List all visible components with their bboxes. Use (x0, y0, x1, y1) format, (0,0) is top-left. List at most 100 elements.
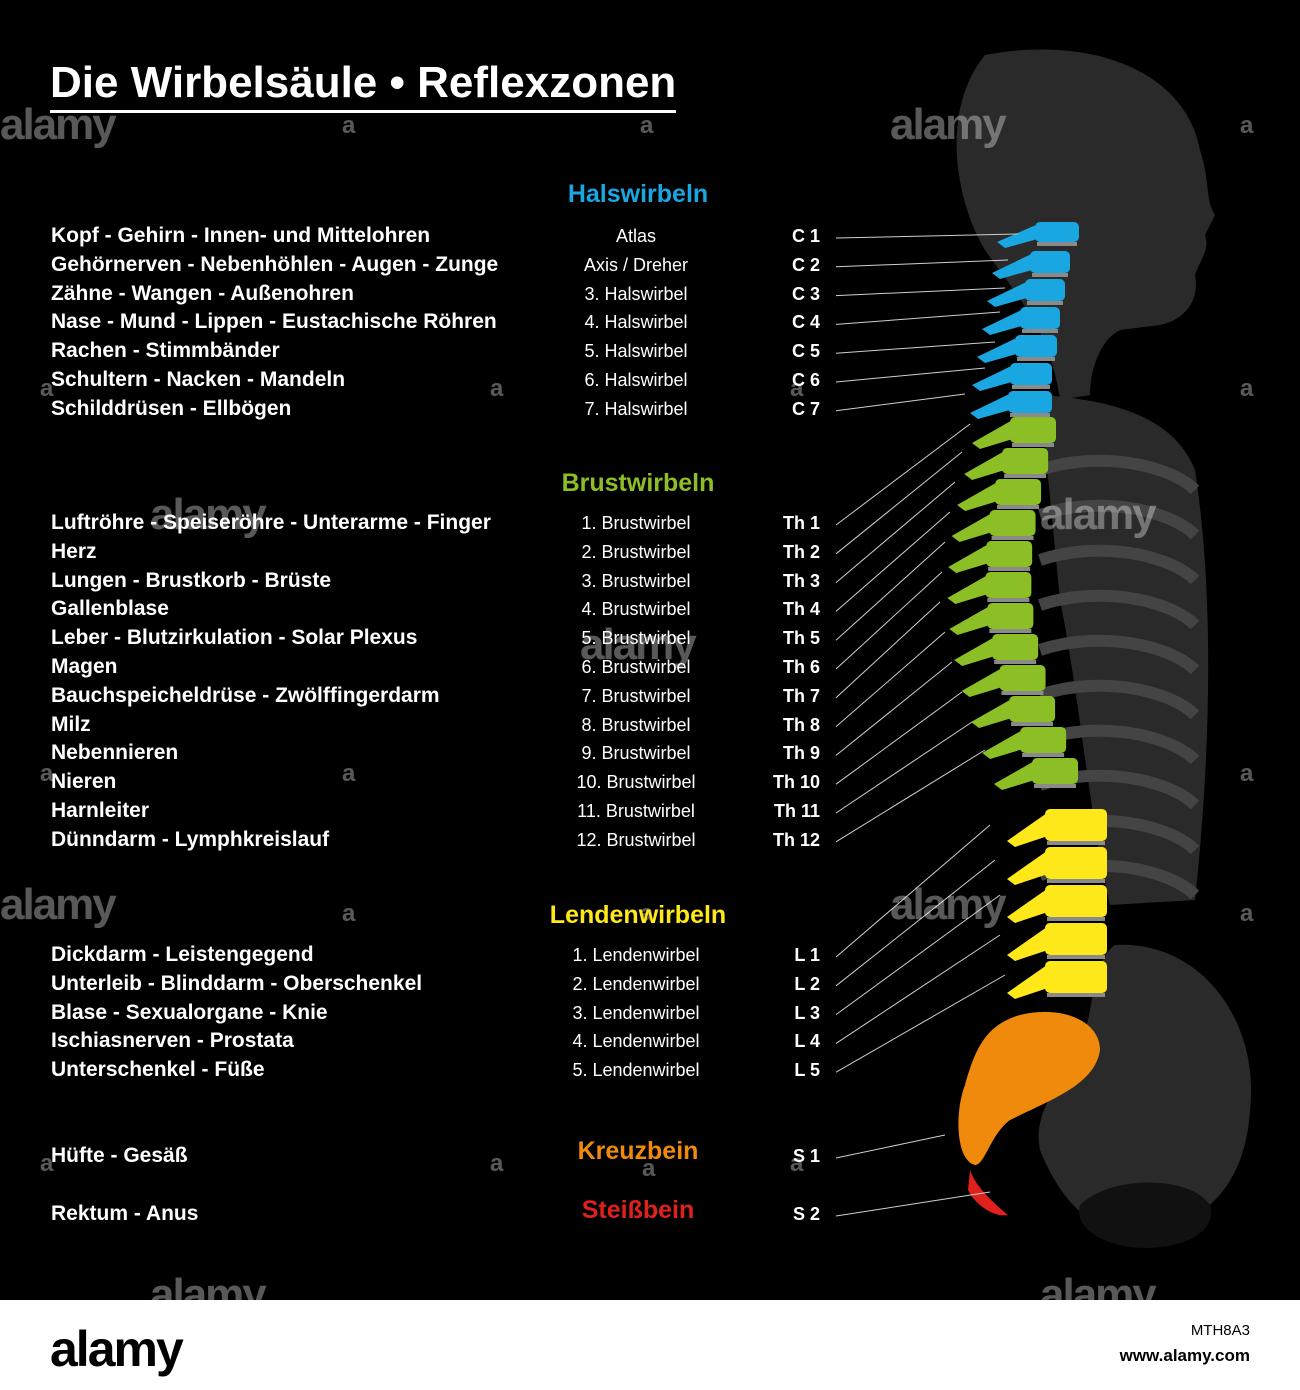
organs-label: Harnleiter (51, 799, 150, 822)
spine (947, 222, 1107, 1216)
leader-line (835, 721, 973, 814)
rib (1038, 454, 1200, 495)
leader-line (835, 749, 986, 843)
vertebra-code: Th 8 (782, 714, 820, 735)
thoracic-vertebra (994, 758, 1078, 790)
lumbar-vertebra (1007, 961, 1107, 999)
vertebra-code: L 2 (794, 973, 820, 994)
vertebra-code: C 7 (791, 398, 820, 419)
organs-label: Leber - Blutzirkulation - Solar Plexus (51, 626, 418, 650)
rib (1038, 679, 1200, 720)
vertebra-name: 8. Brustwirbel (581, 714, 691, 735)
vertebra-code: C 5 (791, 341, 820, 362)
leader-line (835, 824, 991, 958)
vertebra-name: 5. Lendenwirbel (572, 1060, 700, 1081)
footer-image-id: MTH8A3 (1190, 1322, 1250, 1339)
vertebra-code: C 3 (791, 283, 820, 304)
thoracic-vertebra (951, 510, 1036, 542)
vertebra-name: 2. Lendenwirbel (572, 973, 700, 994)
vertebra-name: 4. Lendenwirbel (572, 1031, 700, 1052)
leader-line (835, 481, 956, 583)
thoracic-vertebra (957, 479, 1042, 511)
organs-label: Hüfte - Gesäß (51, 1144, 188, 1167)
lumbar-vertebra (1007, 809, 1107, 847)
organs-label: Gehörnerven - Nebenhöhlen - Augen - Zung… (51, 252, 499, 276)
watermark-letter: a (1240, 760, 1254, 787)
leader-line (835, 541, 946, 641)
organs-label: Zähne - Wangen - Außenohren (51, 281, 354, 305)
watermark-letter: a (1240, 375, 1254, 402)
vertebra-name: 4. Halswirbel (584, 312, 688, 333)
pelvis-hole (1079, 1182, 1212, 1249)
vertebra-name: 7. Brustwirbel (581, 685, 691, 706)
vertebra-code: Th 5 (782, 628, 820, 649)
vertebra-name: 3. Halswirbel (584, 283, 688, 304)
rib (1038, 499, 1200, 540)
vertebra-code: L 4 (794, 1031, 820, 1052)
cervical-vertebra (972, 363, 1052, 391)
organs-label: Herz (51, 539, 97, 563)
thoracic-vertebra (964, 448, 1049, 480)
thoracic-vertebra (954, 634, 1039, 666)
vertebra-name: 6. Halswirbel (584, 370, 688, 390)
vertebra-name: 10. Brustwirbel (576, 772, 696, 793)
watermark-letter: a (1240, 900, 1254, 927)
vertebra-code: C 6 (791, 370, 820, 390)
vertebra-name: 1. Lendenwirbel (572, 945, 700, 965)
leader-line (835, 934, 1001, 1044)
watermark-text: alamy (890, 100, 1007, 149)
section-heading-3: Kreuzbein (577, 1137, 699, 1165)
organs-label: Rektum - Anus (51, 1202, 199, 1225)
section-heading-0: Halswirbeln (567, 180, 709, 208)
organs-label: Gallenblase (51, 597, 169, 621)
thoracic-vertebra (949, 603, 1034, 635)
cervical-vertebra (982, 307, 1060, 335)
watermark-letter: a (640, 900, 654, 927)
leader-line (835, 661, 953, 756)
lumbar-vertebra (1007, 885, 1107, 923)
vertebra-name: 2. Brustwirbel (581, 541, 691, 562)
organs-label: Dünndarm - Lymphkreislauf (51, 827, 330, 851)
watermark-letter: a (342, 760, 356, 787)
leader-line (835, 631, 946, 727)
watermark-letter: a (790, 375, 804, 402)
leader-line (835, 691, 963, 785)
watermark-letter: a (640, 112, 654, 139)
vertebra-code: Th 2 (782, 541, 820, 562)
leader-line (835, 393, 966, 412)
spine-figure (835, 49, 1252, 1249)
organs-label: Ischiasnerven - Prostata (51, 1029, 294, 1053)
vertebra-code: C 2 (791, 254, 820, 275)
vertebra-code: Th 4 (782, 599, 820, 620)
leader-line (835, 859, 996, 987)
organs-label: Kopf - Gehirn - Innen- und Mittelohren (51, 224, 431, 247)
leader-line (835, 571, 943, 670)
vertebra-name: 5. Brustwirbel (581, 628, 691, 649)
rib (1038, 589, 1200, 630)
vertebra-code: Th 3 (782, 570, 820, 591)
vertebra-code: Th 11 (773, 801, 820, 821)
vertebra-code: L 5 (794, 1060, 820, 1081)
cervical-vertebra (970, 391, 1052, 419)
organs-label: Bauchspeicheldrüse - Zwölffingerdarm (51, 683, 440, 707)
thoracic-vertebra (972, 417, 1056, 449)
leader-line (835, 367, 986, 383)
watermark-text: alamy (890, 880, 1007, 929)
footer-url[interactable]: www.alamy.com (1119, 1346, 1250, 1365)
leader-line (835, 974, 1006, 1073)
cervical-vertebra (992, 251, 1070, 279)
vertebra-name: Atlas (615, 226, 657, 246)
leader-line (835, 341, 996, 354)
watermark-text: alamy (0, 880, 117, 929)
organs-label: Luftröhre - Speiseröhre - Unterarme - Fi… (51, 511, 491, 534)
organs-label: Milz (51, 712, 91, 736)
thoracic-vertebra (961, 665, 1046, 697)
vertebra-code: Th 7 (782, 685, 820, 706)
watermark-text: alamy (150, 490, 267, 539)
vertebra-name: 6. Brustwirbel (581, 657, 691, 677)
footer-logo: alamy (50, 1321, 184, 1377)
vertebra-code: L 3 (794, 1002, 820, 1023)
watermark-letter: a (40, 375, 54, 402)
rib (1038, 634, 1200, 675)
vertebra-name: 7. Halswirbel (584, 398, 688, 419)
